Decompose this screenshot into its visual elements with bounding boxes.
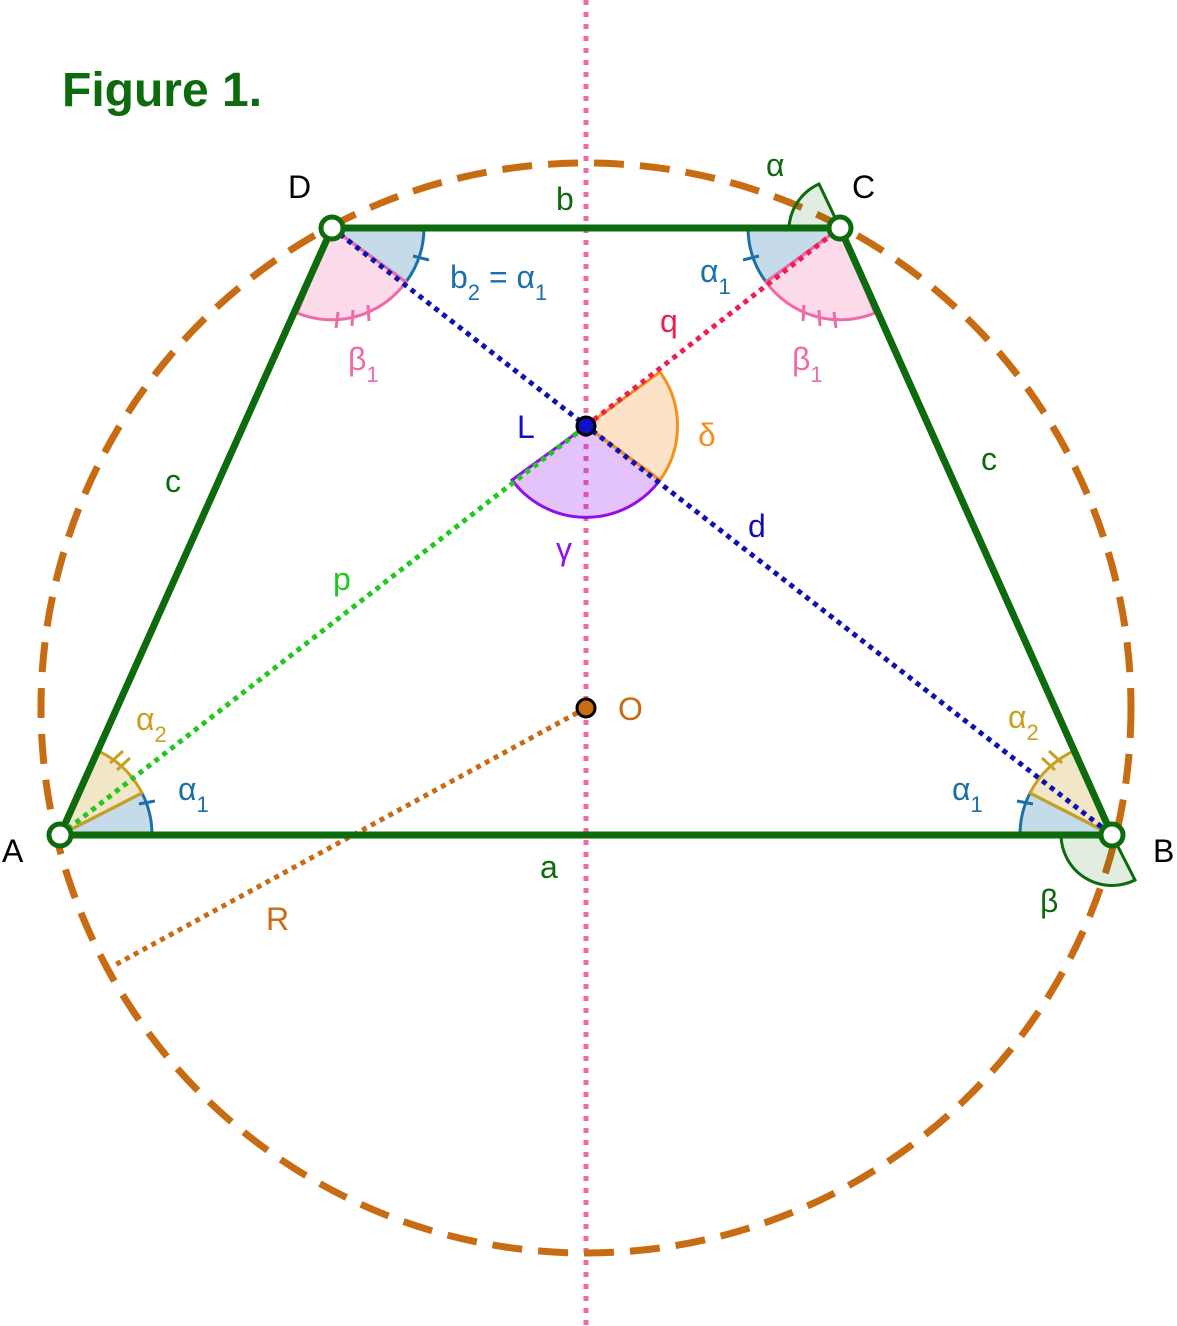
angle-beta-outer-B: [1059, 833, 1138, 887]
vertex-D: [318, 214, 346, 242]
label-angle-alpha: α: [766, 147, 785, 183]
label-diagonal-p: p: [333, 561, 351, 597]
label-b2-equals-alpha1: b2 = α1: [450, 259, 547, 305]
figure-title: Figure 1.: [62, 64, 262, 117]
label-diagonal-d: d: [748, 508, 766, 544]
label-beta1-C: β1: [792, 341, 823, 387]
label-angle-beta: β: [1040, 883, 1058, 919]
label-alpha2-A: α2: [136, 701, 167, 747]
point-O: [575, 697, 597, 719]
angle-gamma-L: [509, 424, 663, 519]
label-C: C: [852, 169, 875, 205]
diagonal-p: [58, 424, 588, 837]
diagonal-q: [584, 226, 842, 428]
vertex-C: [826, 214, 854, 242]
label-side-c-right: c: [981, 441, 997, 477]
label-side-c-left: c: [165, 463, 181, 499]
label-L: L: [517, 409, 535, 445]
label-D: D: [288, 169, 311, 205]
label-alpha2-B: α2: [1008, 699, 1039, 745]
angle-tick-marks: [108, 254, 1064, 806]
label-O: O: [618, 691, 643, 727]
label-side-a: a: [540, 849, 558, 885]
label-radius-R: R: [266, 901, 289, 937]
vertex-A: [46, 821, 74, 849]
circumcircle: [37, 159, 1135, 1257]
label-B: B: [1153, 833, 1174, 869]
label-side-b: b: [556, 181, 574, 217]
label-alpha1-C: α1: [700, 253, 731, 299]
label-angle-delta: δ: [698, 417, 716, 453]
label-beta1-D: β1: [348, 341, 379, 387]
vertex-B: [1098, 821, 1126, 849]
label-alpha1-B: α1: [952, 771, 983, 817]
label-angle-gamma: γ: [556, 531, 572, 567]
diagonal-d: [330, 226, 1114, 837]
point-L: [575, 415, 597, 437]
label-diagonal-q: q: [660, 303, 678, 339]
angle-delta-L: [583, 369, 679, 483]
label-alpha1-A: α1: [178, 771, 209, 817]
label-A: A: [2, 833, 24, 869]
